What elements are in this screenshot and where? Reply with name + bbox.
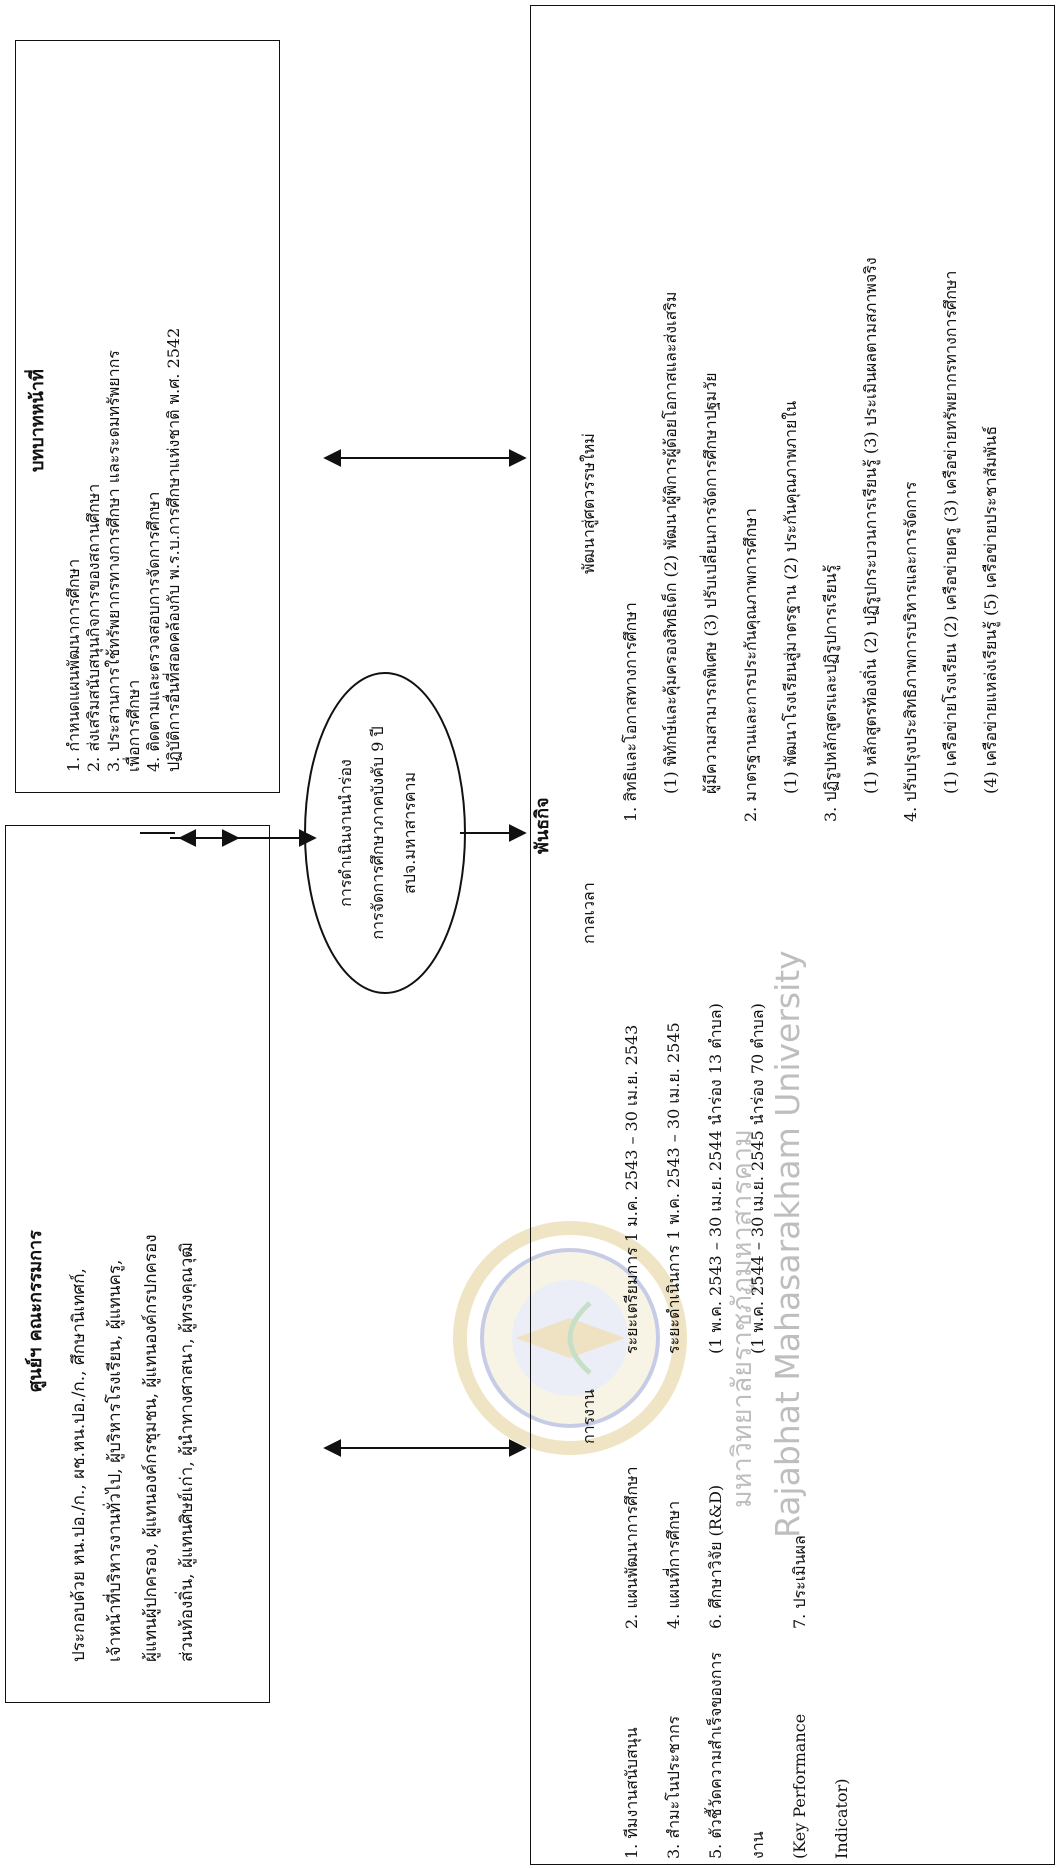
committee-line: เจ้าหน้าที่บริหารงานทั่วไป, ผู้บริหารโรง…: [105, 1259, 125, 1662]
time-heading: กาลเวลา: [579, 882, 598, 944]
development-item: 3. ปฏิรูปหลักสูตรและปฏิรูปการเรียนรู้: [821, 564, 840, 822]
committee-members: ประกอบด้วย หน.ปอ./ก., ผช.หน.ปอ./ก., ศึกษ…: [61, 842, 205, 1662]
work-item: 6. ศึกษาวิจัย (R&D): [706, 1484, 725, 1629]
time-item: ระยะดำเนินการ 1 พ.ค. 2543 – 30 เม.ย. 254…: [664, 1022, 683, 1354]
mission-box: พันธกิจ การงาน 1. ทีมงานสนับสนุน 2. แผนพ…: [530, 5, 1055, 1865]
development-subitem: (1) พัฒนาโรงเรียนสู่มาตรฐาน (2) ประกันคุ…: [781, 400, 800, 794]
time-item: (1 พ.ค. 2543 – 30 เม.ย. 2544 นำร่อง 13 ต…: [706, 1003, 725, 1354]
time-item: ระยะเตรียมการ 1 ม.ค. 2543 – 30 เม.ย. 254…: [622, 1024, 641, 1354]
work-item: 7. ประเมินผล: [790, 1535, 809, 1629]
development-subitem: (1) เครือข่ายโรงเรียน (2) เครือข่ายครู (…: [941, 270, 960, 794]
committee-title: ศูนย์ฯ คณะกรรมการ: [25, 1230, 46, 1392]
committee-box: ศูนย์ฯ คณะกรรมการ ประกอบด้วย หน.ปอ./ก., …: [5, 825, 270, 1703]
work-item: (Key Performance Indicator): [790, 1713, 851, 1859]
development-subitem: (1) พิทักษ์และคุ้มครองสิทธิเด็ก (2) พัฒน…: [661, 291, 680, 794]
roles-box: บทบาทหน้าที่ 1. กำหนดแผนพัฒนาการศึกษา 2.…: [15, 40, 280, 793]
roles-item: 1. กำหนดแผนพัฒนาการศึกษา: [64, 558, 83, 772]
work-item: 1. ทีมงานสนับสนุน: [622, 1727, 641, 1859]
time-item: (1 พ.ค. 2544 – 30 เม.ย. 2545 นำร่อง 70 ต…: [748, 1003, 767, 1354]
development-subitem: (1) หลักสูตรท้องถิ่น (2) ปฏิรูปกระบวนการ…: [861, 257, 880, 794]
roles-item: เพื่อการศึกษา: [124, 679, 143, 772]
development-list: 1. สิทธิและโอกาสทางการศึกษา (1) พิทักษ์แ…: [611, 257, 1011, 822]
development-item: 4. ปรับปรุงประสิทธิภาพการบริหารและการจัด…: [901, 481, 920, 822]
development-heading: พัฒนาสู่ศตวรรษใหม่: [579, 433, 598, 574]
development-item: 1. สิทธิและโอกาสทางการศึกษา: [621, 602, 640, 822]
work-item: 3. สำมะโนประชากร: [664, 1715, 683, 1859]
work-item: 4. แผนที่การศึกษา: [664, 1500, 683, 1629]
ellipse-line: สปจ.มหาสารคาม: [400, 771, 419, 895]
development-subitem: (4) เครือข่ายแหล่งเรียนรู้ (5) เครือข่าย…: [981, 425, 1000, 794]
development-item: 2. มาตรฐานและการประกันคุณภาพการศึกษา: [741, 508, 760, 822]
ellipse-line: การจัดการศึกษาภาคบังคับ 9 ปี: [368, 726, 387, 940]
pilot-ellipse: [304, 672, 466, 994]
work-item: 5. ตัวชี้วัดความสำเร็จของการงาน: [706, 1652, 767, 1859]
roles-title: บทบาทหน้าที่: [27, 369, 48, 472]
roles-item: ปฏิบัติการอื่นที่สอดคล้องกับ พ.ร.บ.การศึ…: [164, 327, 183, 772]
roles-item: 3. ประสานการใช้ทรัพยากรทางการศึกษา และระ…: [104, 350, 123, 772]
ellipse-line: การดำเนินงานนำร่อง: [336, 759, 355, 907]
work-item: 2. แผนพัฒนาการศึกษา: [622, 1466, 641, 1629]
roles-list: 1. กำหนดแผนพัฒนาการศึกษา 2. ส่งเสริมสนับ…: [64, 328, 184, 772]
committee-line: ผู้แทนผู้ปกครอง, ผู้แทนองค์กรชุมชน, ผู้แ…: [141, 1234, 161, 1662]
university-seal-watermark: [453, 1221, 687, 1455]
work-list: 1. ทีมงานสนับสนุน 2. แผนพัฒนาการศึกษา 3.…: [611, 1466, 863, 1859]
work-heading: การงาน: [579, 1389, 598, 1444]
committee-line: ประกอบด้วย หน.ปอ./ก., ผช.หน.ปอ./ก., ศึกษ…: [69, 1268, 89, 1662]
committee-line: ส่วนท้องถิ่น, ผู้แทนศิษย์เก่า, ผู้นำทางศ…: [177, 1242, 197, 1662]
mission-title: พันธกิจ: [532, 797, 553, 854]
development-subitem: ผู้มีความสามารถพิเศษ (3) ปรับเปลี่ยนการจ…: [701, 372, 720, 794]
ellipse-text: การดำเนินงานนำร่อง การจัดการศึกษาภาคบังค…: [330, 668, 426, 998]
roles-item: 2. ส่งเสริมสนับสนุนกิจการของสถานศึกษา: [84, 483, 103, 772]
time-list: ระยะเตรียมการ 1 ม.ค. 2543 – 30 เม.ย. 254…: [611, 1003, 779, 1354]
roles-item: 4. ติดตามและตรวจสอบการจัดการศึกษา: [144, 491, 163, 772]
